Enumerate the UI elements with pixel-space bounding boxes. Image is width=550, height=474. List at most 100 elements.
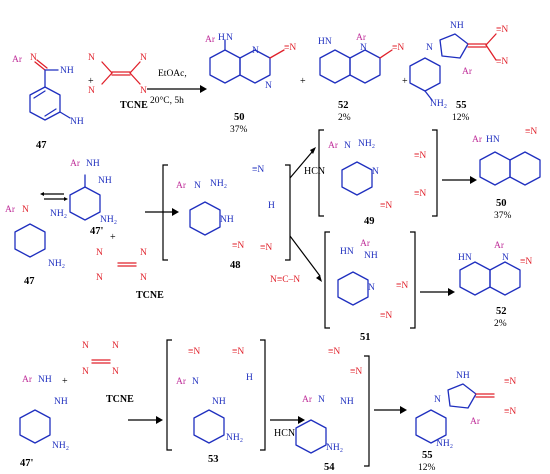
svg-text:HN: HN: [458, 253, 472, 263]
label-53: 53: [208, 454, 219, 465]
svg-text:Ar: Ar: [494, 241, 505, 251]
svg-text:N: N: [344, 141, 351, 151]
svg-text:≡N: ≡N: [380, 201, 392, 211]
svg-text:NH₂: NH₂: [226, 433, 243, 443]
svg-text:≡N: ≡N: [252, 165, 264, 175]
svg-text:N: N: [502, 253, 509, 263]
svg-text:≡N: ≡N: [414, 151, 426, 161]
svg-text:Ar: Ar: [360, 239, 371, 249]
compound-50-top: Ar H N N N ≡N 50 37%: [205, 33, 296, 135]
svg-text:Ar: Ar: [328, 141, 339, 151]
svg-text:NH: NH: [364, 251, 378, 261]
compound-50-mid: Ar HN ≡N 50 37%: [472, 127, 541, 221]
svg-text:Ar: Ar: [302, 395, 313, 405]
plus-sign: +: [88, 76, 94, 87]
svg-text:NH₂: NH₂: [52, 441, 69, 451]
svg-text:N: N: [372, 167, 379, 177]
svg-text:N: N: [22, 205, 29, 215]
svg-text:N: N: [426, 43, 433, 53]
label-55-top: 55: [456, 100, 467, 111]
amidine-nh2: NH: [60, 66, 74, 76]
svg-text:NH: NH: [38, 375, 52, 385]
aryl-nh2: NH: [70, 117, 84, 127]
yield-52-mid: 2%: [494, 319, 507, 329]
svg-text:N: N: [360, 43, 367, 53]
label-47p-bottom: 47': [20, 458, 34, 469]
svg-text:NH: NH: [456, 371, 470, 381]
svg-text:N: N: [368, 283, 375, 293]
label-55-bottom: 55: [422, 450, 433, 461]
svg-text:N: N: [265, 81, 272, 91]
yield-50-mid: 37%: [494, 211, 512, 221]
svg-text:NH₂: NH₂: [430, 99, 447, 109]
tcne-label-top: TCNE: [120, 100, 148, 111]
svg-text:≡N: ≡N: [496, 25, 508, 35]
svg-text:+: +: [300, 76, 306, 87]
label-52-top: 52: [338, 100, 349, 111]
svg-text:NH₂: NH₂: [100, 215, 117, 225]
svg-text:N: N: [96, 248, 103, 258]
svg-text:Ar: Ar: [22, 375, 33, 385]
label-54: 54: [324, 462, 335, 473]
svg-text:NH: NH: [220, 215, 234, 225]
svg-text:NH₂: NH₂: [210, 179, 227, 189]
condition-solvent: EtOAc,: [158, 69, 187, 79]
compound-47-mid: Ar N NH₂ NH₂ 47: [5, 205, 67, 287]
svg-text:NH: NH: [212, 397, 226, 407]
label-49: 49: [364, 216, 375, 227]
svg-text:N: N: [140, 53, 147, 63]
svg-text:≡N: ≡N: [380, 311, 392, 321]
compound-52-top: HN Ar N ≡N 52 2%: [318, 33, 404, 123]
svg-text:≡N: ≡N: [504, 407, 516, 417]
svg-text:Ar: Ar: [205, 35, 216, 45]
svg-text:Ar: Ar: [356, 33, 367, 43]
svg-text:≡N: ≡N: [525, 127, 537, 137]
condition-temp-time: 20°C, 5h: [150, 95, 184, 106]
label-47p-mid: 47': [90, 226, 104, 237]
svg-text:+: +: [62, 376, 68, 387]
label-50-mid: 50: [496, 198, 507, 209]
imine-n: N: [30, 53, 37, 63]
svg-text:N: N: [434, 395, 441, 405]
yield-50-top: 37%: [230, 125, 248, 135]
compound-47-top: Ar N NH NH 47: [12, 53, 84, 151]
svg-text:N: N: [82, 367, 89, 377]
svg-text:N: N: [82, 341, 89, 351]
svg-text:N: N: [140, 86, 147, 96]
yield-55-top: 12%: [452, 113, 470, 123]
tcne-label-bottom: TCNE: [106, 394, 134, 405]
label-47-top: 47: [36, 140, 47, 151]
svg-text:H: H: [246, 373, 253, 383]
svg-text:N: N: [140, 273, 147, 283]
hcn-label-bottom: HCN: [274, 428, 295, 439]
svg-text:≡N: ≡N: [520, 257, 532, 267]
svg-text:N: N: [192, 377, 199, 387]
compound-55-top: NH N Ar NH₂ ≡N ≡N 55 12%: [409, 21, 508, 123]
svg-text:H: H: [268, 201, 275, 211]
compound-47p-bottom: Ar NH NH NH₂ 47': [19, 375, 69, 469]
intermediate-51: Ar HN NH N ≡N ≡N 51: [324, 231, 416, 343]
svg-text:N: N: [194, 181, 201, 191]
intermediate-53: ≡N ≡N Ar N H NH NH₂ 53: [166, 339, 266, 465]
svg-text:Ar: Ar: [70, 159, 81, 169]
svg-text:NH: NH: [86, 159, 100, 169]
svg-text:H: H: [218, 33, 225, 43]
tcne-top: N N N N TCNE: [88, 53, 148, 111]
yield-55-bottom: 12%: [418, 463, 436, 473]
svg-text:Ar: Ar: [5, 205, 16, 215]
svg-text:Ar: Ar: [176, 181, 187, 191]
svg-text:HN: HN: [318, 37, 332, 47]
svg-text:N: N: [318, 395, 325, 405]
svg-text:NH₂: NH₂: [326, 443, 343, 453]
svg-text:NH: NH: [54, 397, 68, 407]
svg-text:≡N: ≡N: [414, 189, 426, 199]
svg-text:HN: HN: [340, 247, 354, 257]
svg-text:≡N: ≡N: [284, 43, 296, 53]
svg-text:NH: NH: [340, 397, 354, 407]
svg-text:NH₂: NH₂: [358, 139, 375, 149]
hcn-label-mid: HCN: [304, 166, 325, 177]
svg-text:N: N: [226, 33, 233, 43]
ar-group: Ar: [12, 55, 23, 65]
svg-text:N: N: [252, 46, 259, 56]
